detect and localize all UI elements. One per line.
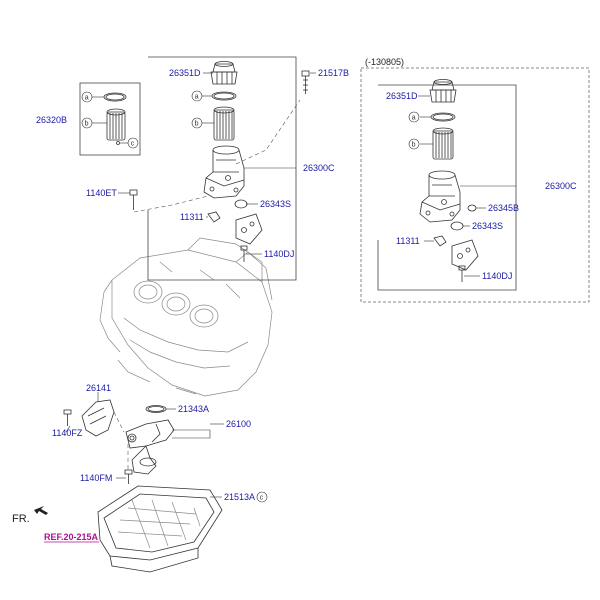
label-21513a[interactable]: 21513A (224, 492, 255, 502)
label-21517b[interactable]: 21517B (318, 68, 349, 78)
label-1140fm[interactable]: 1140FM (80, 473, 112, 483)
bolt-1140dj (240, 245, 248, 262)
label-26351d[interactable]: 26351D (169, 68, 201, 78)
filter-element-b-mid (213, 106, 235, 141)
bolt-1140et (129, 189, 138, 210)
callout-c-pan: c (260, 494, 264, 501)
filter-housing (203, 145, 245, 199)
adapter-plate-right (451, 239, 479, 271)
label-26345b[interactable]: 26345B (488, 203, 519, 213)
stud-11311 (207, 211, 221, 223)
callout-a-left: a (85, 94, 89, 101)
reference-link[interactable]: REF.20-215A (44, 532, 99, 542)
engine-block-illustration (99, 237, 273, 397)
label-26343s-right[interactable]: 26343S (472, 221, 503, 231)
filter-element-b (106, 108, 126, 141)
label-26300c[interactable]: 26300C (303, 163, 335, 173)
gasket-26343s-right (450, 221, 464, 231)
label-26320b[interactable]: 26320B (36, 115, 67, 125)
label-1140fz[interactable]: 1140FZ (52, 428, 83, 438)
oil-pan (97, 485, 223, 573)
variant-label: (-130805) (365, 57, 404, 67)
cover-26141 (81, 399, 115, 437)
callout-a-right: a (412, 114, 416, 121)
oil-pump-assembly (63, 392, 224, 484)
callout-b-left: b (85, 120, 89, 127)
assembly-line (133, 99, 301, 213)
variant-dashed-box (360, 67, 590, 303)
oil-pump-26100 (125, 419, 175, 475)
label-21343a[interactable]: 21343A (178, 404, 209, 414)
callout-c-left: c (131, 140, 135, 147)
oil-filter-assembly-middle (118, 56, 316, 281)
callout-b-right: b (412, 141, 416, 148)
label-26141[interactable]: 26141 (86, 383, 111, 393)
filter-cap (210, 61, 238, 85)
label-11311[interactable]: 11311 (180, 212, 204, 222)
bolt-21517b (301, 70, 310, 94)
filter-housing-right (419, 170, 461, 223)
filter-cap-right (429, 79, 457, 103)
gasket-26343s (234, 199, 248, 209)
label-1140et[interactable]: 1140ET (86, 188, 117, 198)
filter-kit-box (79, 82, 141, 156)
oil-filter-assembly-right (360, 67, 590, 303)
adapter-plate (235, 213, 263, 245)
front-arrow-icon (34, 506, 48, 515)
callout-b-mid: b (195, 120, 199, 127)
bolt-1140fm (124, 469, 133, 484)
label-26300c-right[interactable]: 26300C (545, 181, 577, 191)
drain-ring-c (116, 141, 120, 145)
filter-element-b-right (432, 127, 454, 160)
label-1140dj[interactable]: 1140DJ (264, 249, 294, 259)
bolt-1140fz (63, 409, 72, 426)
label-26351d-right[interactable]: 26351D (386, 91, 418, 101)
bolt-1140dj-right (458, 265, 466, 282)
front-direction-marker (34, 506, 48, 515)
label-26343s[interactable]: 26343S (260, 199, 291, 209)
gasket-26345b (467, 204, 477, 212)
callout-a-mid: a (195, 93, 199, 100)
label-1140dj-right[interactable]: 1140DJ (482, 271, 512, 281)
filter-kit-left (79, 82, 141, 156)
front-label: FR. (12, 513, 30, 525)
label-26100[interactable]: 26100 (226, 419, 251, 429)
label-11311-right[interactable]: 11311 (396, 236, 420, 246)
stud-11311-right (433, 235, 447, 247)
